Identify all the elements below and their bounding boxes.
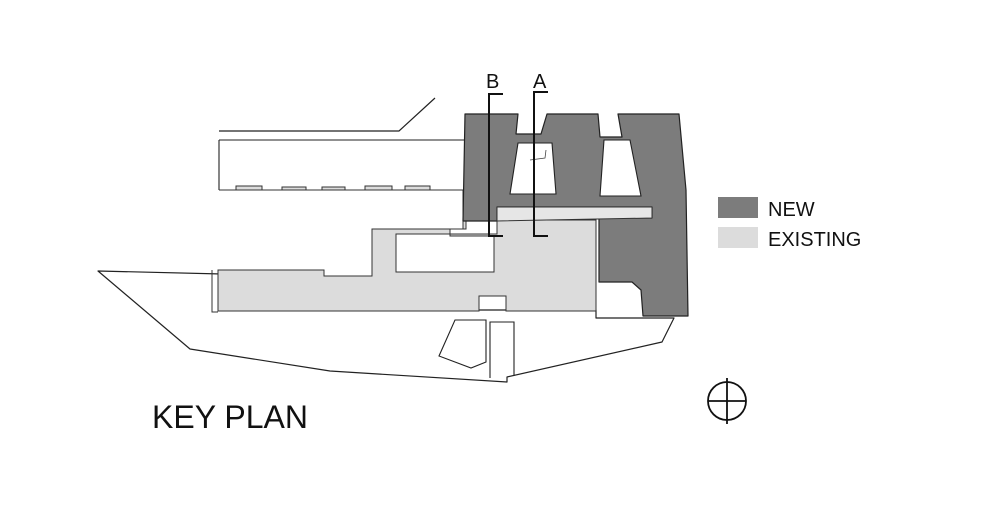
site-outline-ramp xyxy=(489,321,515,378)
connector-strip xyxy=(496,206,653,222)
page-title: KEY PLAN xyxy=(152,399,308,435)
legend: NEW EXISTING xyxy=(718,197,861,251)
section-label-b: B xyxy=(486,71,499,93)
road-line xyxy=(219,97,436,132)
north-arrow-icon xyxy=(707,378,747,424)
legend-swatch-new xyxy=(718,197,758,218)
section-cut-b: B xyxy=(486,71,503,237)
section-label-a: A xyxy=(533,71,547,93)
section-cut-a: A xyxy=(533,71,548,237)
courtyard-right xyxy=(599,139,642,197)
existing-building xyxy=(217,185,597,312)
upper-wing-outline xyxy=(218,139,467,192)
legend-swatch-existing xyxy=(718,227,758,248)
legend-label-new: NEW xyxy=(768,199,815,221)
ramp-structure xyxy=(438,319,487,369)
existing-lower-wing-edge xyxy=(211,270,218,313)
legend-label-existing: EXISTING xyxy=(768,229,861,251)
